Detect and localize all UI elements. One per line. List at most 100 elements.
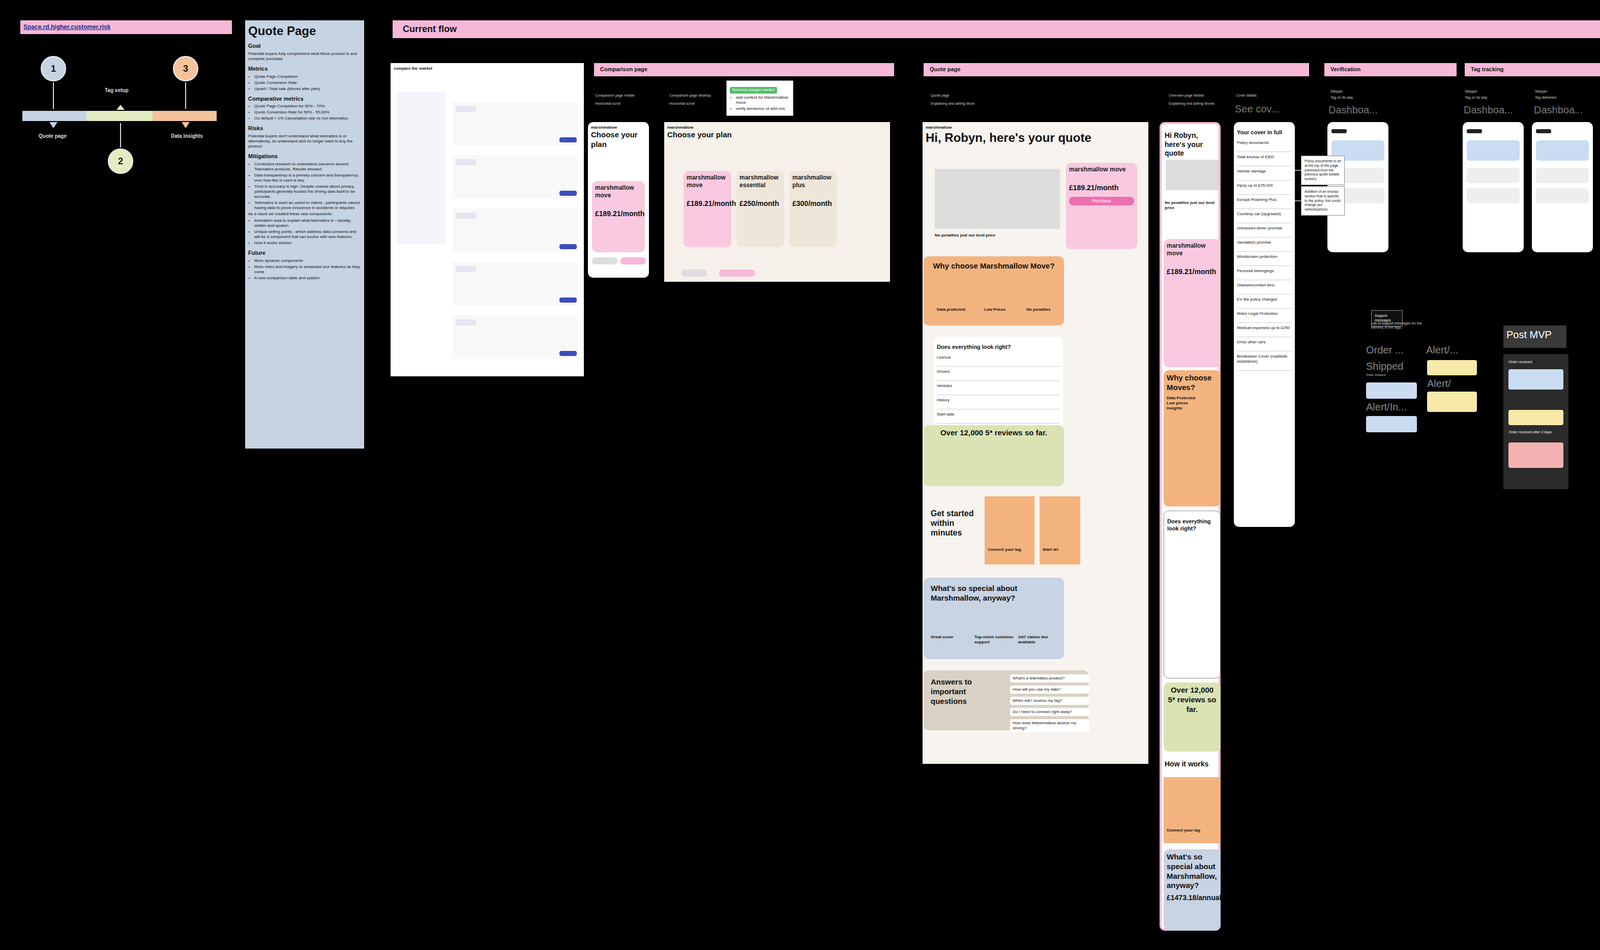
node-text: Does everything look right? <box>936 343 1060 351</box>
node-text: Low prices <box>1166 400 1218 406</box>
node-text: Potential buyers fully comprehend what M… <box>248 51 362 62</box>
node-text: £189.21/month <box>686 199 729 209</box>
placeholder-shape <box>1535 140 1589 161</box>
free-label: Order shipped <box>1366 373 1417 377</box>
node-text: £300/month <box>792 199 835 209</box>
placeholder-shape <box>455 159 477 166</box>
node-text: 24/7 claims line available <box>1018 634 1059 645</box>
node-text: verify behaviour of add-ons <box>735 106 790 112</box>
free-label: Comparison page mobile <box>595 93 662 98</box>
node-text: Support messages <box>1374 313 1400 323</box>
placeholder-shape <box>1535 129 1552 134</box>
placeholder-shape <box>1508 442 1564 468</box>
placeholder-shape <box>1366 416 1417 433</box>
placeholder-shape <box>455 105 477 112</box>
node-text: Comparison page <box>597 66 892 74</box>
leader-line <box>52 82 54 109</box>
node-text: Over 12,000 5* reviews so far. <box>1166 685 1218 715</box>
free-label: Dashboa... <box>1533 103 1598 116</box>
node-text: marshmallow move <box>595 184 642 200</box>
node-box: Answers to important questions What's a t… <box>923 670 1089 731</box>
node-text: Windscreen protection <box>1236 251 1292 266</box>
placeholder-shape <box>1466 140 1520 161</box>
node-text: Connect your tag <box>987 547 1032 553</box>
node-box: Your cover in fullPolicy documentsTotal … <box>1233 122 1295 527</box>
node-text: Policy documents to sit at the top of th… <box>1304 159 1342 182</box>
node-text: A new comparison table and system <box>254 275 362 281</box>
node-text: Goal <box>248 42 362 50</box>
node-text: As a result we created these new compone… <box>248 211 362 217</box>
node-text: Why choose Marshmallow Move? <box>928 261 1059 272</box>
node-text: Data protected <box>930 307 972 313</box>
node-box: Connect your tag <box>984 496 1035 565</box>
node-text: Why choose Moves? <box>1166 373 1218 393</box>
node-text: Breakdown Cover (roadside assistance) <box>1236 351 1292 371</box>
node-box: Addition of an excess section that is sp… <box>1300 186 1345 216</box>
node-text: Answers to important questions <box>930 677 997 706</box>
free-label: Alert/ <box>1427 377 1478 390</box>
placeholder-shape <box>681 269 707 277</box>
node-box: Quote page <box>923 63 1310 77</box>
node-box: Does everything look right?LicenceDriver… <box>933 336 1063 427</box>
node-text: Insights <box>1166 405 1218 411</box>
node-text: add content for Marshmallow move <box>735 95 790 106</box>
node-text: Uninsured driver promise <box>1236 223 1292 238</box>
placeholder-shape <box>719 269 755 277</box>
placeholder-shape <box>1466 167 1520 184</box>
node-text: Policy documents <box>1236 137 1292 153</box>
node-box: marshmallow move£189.21/monthPurchase <box>1065 162 1138 250</box>
node-text: Vandalism promise <box>1236 237 1292 252</box>
free-label: Alert/... <box>1426 343 1483 357</box>
free-label: Data insights <box>170 133 222 140</box>
placeholder-shape <box>455 319 477 326</box>
node-text: Glasses/contact lens <box>1236 280 1292 295</box>
node-text: Medical expenses up to £250 <box>1236 322 1292 338</box>
node-box: Connect your tag <box>1163 777 1221 844</box>
free-label: Tag on its way <box>1330 95 1372 100</box>
placeholder-shape <box>559 244 577 250</box>
node-text: Do I need to connect right away? <box>1010 707 1090 717</box>
placeholder-shape <box>1535 188 1589 204</box>
node-text: Low Prices <box>974 307 1016 313</box>
placeholder-shape <box>1366 382 1417 399</box>
node-text: What's a telematics product? <box>1010 674 1090 683</box>
free-label: Stepper <box>1534 89 1576 94</box>
node-box: Over 12,000 5* reviews so far. <box>1163 682 1221 752</box>
node-text: Comparative metrics <box>248 95 362 103</box>
node-text: marshmallow <box>590 125 646 131</box>
node-text: Your cover in full <box>1236 129 1292 137</box>
node-text: Unique selling points - which address da… <box>254 229 362 240</box>
node-box: Technical changes needed:add content for… <box>726 80 794 116</box>
node-box: Quote PageGoalPotential buyers fully com… <box>245 20 365 449</box>
node-text: marshmallow move <box>686 173 729 190</box>
node-text: No penalties just our best price <box>1164 200 1218 211</box>
node-box: Why choose Marshmallow Move? Data protect… <box>923 256 1064 326</box>
node-box: marshmallow move£189.21/month <box>1163 239 1221 368</box>
node-text: Mitigations <box>248 153 362 161</box>
node-text: No penalties <box>1018 307 1059 313</box>
node-text: Technical changes needed: <box>729 86 778 94</box>
node-text: Tag tracking <box>1467 66 1597 74</box>
node-text: No penalties just our best price <box>934 232 1062 239</box>
free-label: Tag delivered <box>1534 95 1576 100</box>
pointer <box>49 122 58 129</box>
node-box: Order receivedOrder received after 3 day… <box>1503 353 1569 490</box>
node-text: Motor Legal Protection <box>1236 308 1292 323</box>
node-text: marshmallow essential <box>739 173 782 190</box>
free-label: Dashboa... <box>1328 103 1395 116</box>
node-text: Quote Conversion Rate <box>254 80 362 86</box>
node-text: Upsell / Total sale (Moves after plan) <box>254 86 362 92</box>
placeholder-shape <box>620 257 646 265</box>
placeholder-shape <box>1508 369 1564 390</box>
free-label: Explaining and selling Move <box>930 101 1013 106</box>
node-box: marshmallow move £189.21/month <box>683 170 732 248</box>
node-text: marshmallow move <box>1166 242 1218 258</box>
node-text: Order received <box>1508 360 1564 365</box>
free-label: Comparison page desktop <box>669 93 736 98</box>
node-box: Tag tracking <box>1464 63 1600 77</box>
node-text: Quote Page Completion <box>254 74 362 80</box>
node-text: Telematics is seen as useful to claims -… <box>254 200 362 211</box>
node-text: How it works section <box>254 240 362 246</box>
pointer <box>181 122 190 129</box>
